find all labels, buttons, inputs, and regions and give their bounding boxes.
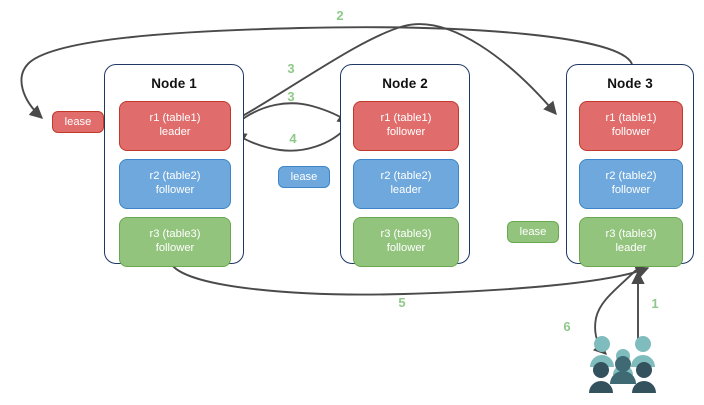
- node-title-node2: Node 2: [382, 76, 428, 91]
- replica-name: r2 (table2): [380, 170, 432, 183]
- replica-name: r3 (table3): [380, 228, 432, 241]
- replica-name: r1 (table1): [149, 112, 201, 125]
- replica-name: r3 (table3): [605, 228, 657, 241]
- step-label-2: 2: [336, 8, 344, 23]
- replica-node2-r3[interactable]: r3 (table3) follower: [353, 217, 459, 267]
- step-label-6: 6: [563, 319, 571, 334]
- node-title-node1: Node 1: [151, 76, 197, 91]
- replica-role: follower: [611, 126, 651, 138]
- step-label-5: 5: [398, 295, 406, 310]
- replica-node1-r2[interactable]: r2 (table2) follower: [119, 159, 231, 209]
- replica-name: r2 (table2): [605, 170, 657, 183]
- replica-role: leader: [615, 242, 647, 254]
- step-label-1: 1: [651, 296, 659, 311]
- step-label-3b: 3: [287, 89, 295, 104]
- step-label-3a: 3: [287, 61, 295, 76]
- replica-role: leader: [390, 184, 422, 196]
- node-container-node1[interactable]: Node 1 r1 (table1) leader r2 (table2) fo…: [104, 64, 244, 267]
- lease-badge-table1[interactable]: lease: [52, 111, 104, 133]
- replica-node1-r1[interactable]: r1 (table1) leader: [119, 101, 231, 151]
- replica-node1-r3[interactable]: r3 (table3) follower: [119, 217, 231, 267]
- replica-role: leader: [159, 126, 191, 138]
- replica-node3-r2[interactable]: r2 (table2) follower: [579, 159, 683, 209]
- replica-name: r1 (table1): [380, 112, 432, 125]
- lease-badge-table2[interactable]: lease: [278, 166, 330, 188]
- node-container-node2[interactable]: Node 2 r1 (table1) follower r2 (table2) …: [340, 64, 470, 267]
- replica-role: follower: [611, 184, 651, 196]
- replica-name: r3 (table3): [149, 228, 201, 241]
- replica-role: follower: [155, 184, 195, 196]
- lease-badge-table3[interactable]: lease: [507, 221, 559, 243]
- replica-node2-r2[interactable]: r2 (table2) leader: [353, 159, 459, 209]
- replica-role: follower: [155, 242, 195, 254]
- replica-node3-r3[interactable]: r3 (table3) leader: [579, 217, 683, 267]
- replica-name: r2 (table2): [149, 170, 201, 183]
- edge-step-3-lower: [235, 102, 352, 125]
- replica-role: follower: [386, 242, 426, 254]
- replica-node2-r1[interactable]: r1 (table1) follower: [353, 101, 459, 151]
- replica-name: r1 (table1): [605, 112, 657, 125]
- replica-node3-r1[interactable]: r1 (table1) follower: [579, 101, 683, 151]
- replica-role: follower: [386, 126, 426, 138]
- users-icon: [588, 334, 660, 396]
- node-title-node3: Node 3: [607, 76, 653, 91]
- edge-step-5: [171, 264, 650, 296]
- step-label-4: 4: [289, 131, 297, 146]
- node-container-node3[interactable]: Node 3 r1 (table1) follower r2 (table2) …: [566, 64, 694, 267]
